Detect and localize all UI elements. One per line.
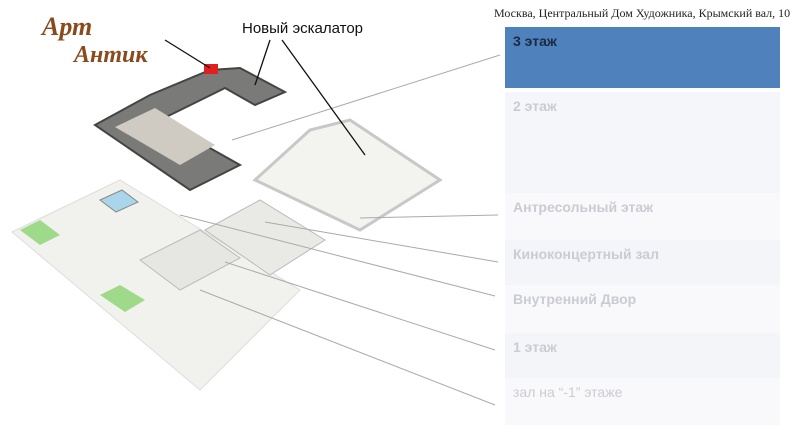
logo: Арт Антик bbox=[42, 12, 148, 82]
floor-item-1[interactable]: 1 этаж bbox=[505, 333, 780, 378]
cinema-hall-plan[interactable] bbox=[204, 199, 326, 276]
floor-item-courtyard[interactable]: Внутренний Двор bbox=[505, 285, 780, 333]
logo-line2: Антик bbox=[74, 42, 148, 68]
courtyard-green bbox=[20, 220, 60, 245]
floor-2-plan[interactable] bbox=[252, 118, 443, 232]
floor-item-minus1[interactable]: зал на “-1” этаже bbox=[505, 378, 780, 425]
escalator-marker[interactable] bbox=[204, 64, 218, 74]
floor-item-2[interactable]: 2 этаж bbox=[505, 92, 780, 193]
floor-list: 3 этаж 2 этаж Антресольный этаж Киноконц… bbox=[505, 27, 780, 425]
floor-item-cinema[interactable]: Киноконцертный зал bbox=[505, 240, 780, 285]
pool bbox=[99, 189, 139, 213]
courtyard-green bbox=[100, 285, 145, 312]
floor-item-mezzanine[interactable]: Антресольный этаж bbox=[505, 193, 780, 240]
mezzanine-plan[interactable] bbox=[139, 229, 241, 291]
floor-item-3[interactable]: 3 этаж bbox=[505, 27, 780, 88]
logo-line1: Арт bbox=[42, 12, 93, 41]
floor-1-plan[interactable] bbox=[11, 179, 301, 391]
address: Москва, Центральный Дом Художника, Крымс… bbox=[494, 6, 791, 20]
escalator-callout: Новый эскалатор bbox=[242, 20, 364, 37]
floor-3-inner bbox=[115, 108, 215, 165]
